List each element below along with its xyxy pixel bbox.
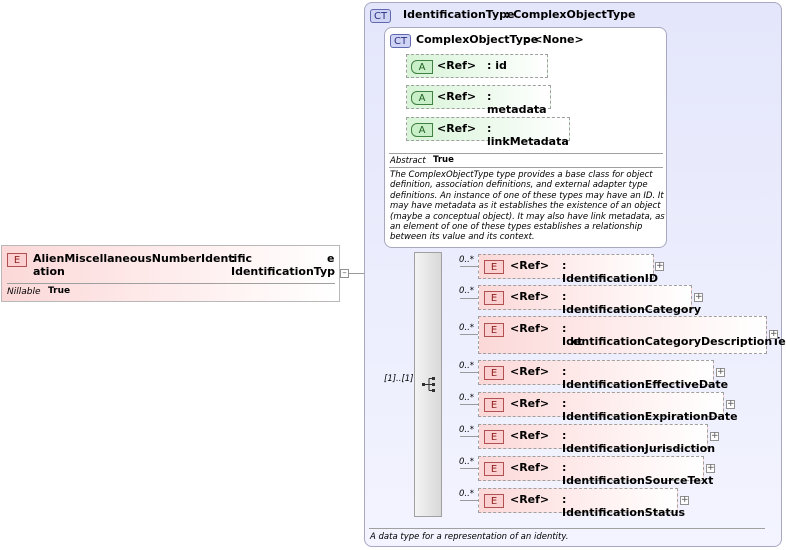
element-name: : IdentificationJurisdiction	[562, 429, 716, 455]
connector-child	[460, 404, 478, 405]
connector-root-to-type	[348, 273, 374, 274]
element-badge: E	[484, 260, 504, 274]
attribute-ref: <Ref>	[437, 90, 477, 103]
child-element-identificationeffectivedate[interactable]: E <Ref> : IdentificationEffectiveDate	[478, 360, 728, 391]
attribute-badge: A	[411, 123, 433, 137]
complex-type-badge: CT	[370, 9, 392, 23]
nillable-value: True	[48, 286, 71, 296]
root-element-type: : IdentificationTyp	[231, 252, 336, 278]
element-badge: E	[484, 398, 504, 412]
child-element-identificationcategorydescriptiontext[interactable]: E <Ref> : IdentificationCategoryDescript…	[478, 316, 786, 354]
abstract-value: True	[433, 155, 454, 165]
attribute-metadata[interactable]: A <Ref> : metadata	[406, 85, 551, 116]
child-cardinality: 0..*	[459, 425, 475, 435]
nillable-label: Nillable	[7, 287, 41, 297]
expand-button[interactable]: +	[680, 495, 689, 505]
element-badge: E	[484, 494, 504, 508]
attribute-name: : metadata	[487, 90, 547, 116]
base-card-divider	[389, 153, 663, 154]
attribute-linkmetadata[interactable]: A <Ref> : linkMetadata	[406, 117, 570, 148]
base-card-name: ComplexObjectType	[416, 33, 539, 46]
root-element-name-wrap: ation	[33, 265, 65, 278]
child-cardinality: 0..*	[459, 286, 475, 296]
expand-button[interactable]: +	[726, 399, 735, 409]
sequence-multiplicity: [1]..[1]	[384, 374, 414, 384]
connector-child	[460, 436, 478, 437]
type-card-documentation: A data type for a representation of an i…	[370, 532, 569, 542]
element-ref: <Ref>	[510, 429, 550, 442]
connector-child	[460, 468, 478, 469]
expand-button[interactable]: +	[655, 261, 664, 271]
base-card-divider-2	[389, 167, 663, 168]
child-element-identificationsourcetext[interactable]: E <Ref> : IdentificationSourceText	[478, 456, 713, 487]
element-name: : IdentificationExpirationDate	[562, 397, 738, 423]
abstract-label: Abstract	[390, 156, 426, 166]
expand-button[interactable]: +	[694, 292, 703, 302]
connector-child	[460, 298, 478, 299]
connector-child	[460, 372, 478, 373]
element-ref: <Ref>	[510, 493, 550, 506]
type-card-base: : ComplexObjectType	[505, 8, 636, 21]
base-card-base: : <None>	[525, 33, 584, 46]
root-element-box[interactable]: E AlienMiscellaneousNumberIdentific : Id…	[1, 245, 340, 302]
attribute-badge: A	[411, 60, 433, 74]
complex-type-badge: CT	[390, 34, 412, 48]
connector-child	[460, 266, 478, 267]
sequence-compositor[interactable]	[414, 252, 442, 517]
root-element-divider	[7, 283, 335, 284]
attribute-name: : id	[487, 59, 507, 72]
child-cardinality: 0..*	[459, 393, 475, 403]
attribute-ref: <Ref>	[437, 59, 477, 72]
element-badge: E	[484, 366, 504, 380]
expand-button[interactable]: +	[706, 463, 715, 473]
child-cardinality: 0..*	[459, 457, 475, 467]
type-card-name: IdentificationType	[403, 8, 515, 21]
collapse-button[interactable]: –	[340, 269, 349, 278]
element-ref: <Ref>	[510, 322, 550, 335]
base-card-documentation: The ComplexObjectType type provides a ba…	[390, 170, 665, 243]
attribute-ref: <Ref>	[437, 122, 477, 135]
element-ref: <Ref>	[510, 365, 550, 378]
child-cardinality: 0..*	[459, 361, 475, 371]
element-name: : IdentificationID	[562, 259, 659, 285]
element-name-wrap: xt	[570, 335, 583, 348]
attribute-badge: A	[411, 91, 433, 105]
root-element-type-wrap: e	[327, 252, 335, 265]
element-badge: E	[7, 253, 27, 267]
child-element-identificationcategory[interactable]: E <Ref> : IdentificationCategory	[478, 285, 701, 316]
element-name: : IdentificationCategory	[562, 290, 702, 316]
attribute-id[interactable]: A <Ref> : id	[406, 54, 548, 78]
expand-button[interactable]: +	[716, 367, 725, 377]
element-badge: E	[484, 430, 504, 444]
child-cardinality: 0..*	[459, 255, 475, 265]
element-ref: <Ref>	[510, 290, 550, 303]
child-element-identificationjurisdiction[interactable]: E <Ref> : IdentificationJurisdiction	[478, 424, 715, 455]
type-card-divider	[369, 528, 765, 529]
element-badge: E	[484, 323, 504, 337]
element-name: : IdentificationStatus	[562, 493, 686, 519]
root-element-name: AlienMiscellaneousNumberIdentific	[33, 252, 253, 265]
child-cardinality: 0..*	[459, 323, 475, 333]
child-element-identificationexpirationdate[interactable]: E <Ref> : IdentificationExpirationDate	[478, 392, 738, 423]
child-element-identificationstatus[interactable]: E <Ref> : IdentificationStatus	[478, 488, 685, 519]
element-badge: E	[484, 462, 504, 476]
connector-child	[460, 334, 478, 335]
element-name: : IdentificationCategoryDescriptionTe	[562, 322, 786, 348]
element-ref: <Ref>	[510, 461, 550, 474]
connector-child	[460, 500, 478, 501]
expand-button[interactable]: +	[710, 431, 719, 441]
element-name: : IdentificationEffectiveDate	[562, 365, 729, 391]
expand-button[interactable]: +	[769, 329, 778, 339]
element-badge: E	[484, 291, 504, 305]
sequence-icon	[422, 377, 435, 392]
child-element-identificationid[interactable]: E <Ref> : IdentificationID	[478, 254, 658, 285]
element-ref: <Ref>	[510, 259, 550, 272]
child-cardinality: 0..*	[459, 489, 475, 499]
attribute-name: : linkMetadata	[487, 122, 569, 148]
element-name: : IdentificationSourceText	[562, 461, 714, 487]
element-ref: <Ref>	[510, 397, 550, 410]
